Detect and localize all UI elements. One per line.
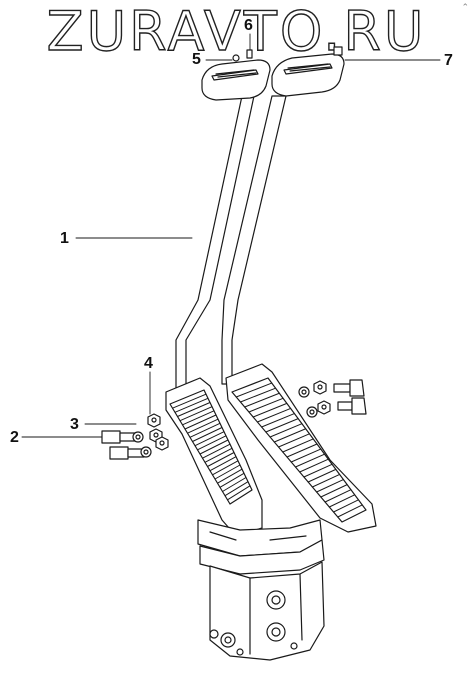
right-fasteners	[298, 379, 367, 418]
pedal-tread-ridge	[286, 443, 318, 458]
pedal-tread-ridge	[204, 447, 233, 463]
pedal-tread-ridge	[202, 443, 231, 459]
corner-mark: ⌃	[461, 2, 469, 12]
pedal-tread-ridge	[197, 435, 227, 451]
pedal-tread-ridge	[252, 402, 288, 418]
pedal-tread-ridge	[224, 481, 249, 497]
pedal-tread-ridge	[294, 453, 326, 468]
right-foot-pedal	[225, 363, 377, 533]
pedal-tread-ridge	[235, 382, 273, 398]
valve-body	[209, 561, 325, 661]
pedal-tread-ridge	[244, 392, 280, 408]
pedal-tread-ridge	[177, 402, 211, 417]
pedal-tread-ridge	[324, 489, 352, 503]
pedal-tread-ridge	[199, 439, 229, 455]
pedal-tread-ridge	[320, 484, 348, 498]
pedal-tread-ridge	[333, 499, 359, 513]
right-lever-rod	[221, 95, 287, 385]
pedal-tread-ridge	[207, 452, 235, 467]
pedal-tread-ridge	[222, 477, 247, 492]
pedal-tread-ridge	[172, 393, 207, 409]
callout-1: 1	[60, 230, 69, 247]
leader-lines	[21, 33, 441, 438]
left-foot-pedal	[165, 377, 263, 537]
callout-4: 4	[144, 355, 153, 372]
pedal-tread-ridge	[248, 397, 284, 413]
pedal-tread-ridge	[182, 410, 215, 426]
callout-2: 2	[10, 429, 19, 446]
pedal-tread-ridge	[278, 433, 310, 448]
callout-6: 6	[244, 17, 253, 34]
pedal-tread-ridge	[261, 413, 295, 428]
pedal-tread-ridge	[337, 504, 363, 518]
pedal-tread-ridge	[219, 472, 245, 488]
pedal-tread-ridge	[307, 468, 337, 483]
small-screw-part	[232, 49, 253, 62]
callout-7: 7	[444, 52, 453, 69]
pedal-tread-ridge	[303, 463, 333, 478]
left-fasteners	[101, 413, 169, 460]
pedal-tread-ridge	[174, 397, 209, 413]
pedal-tread-ridge	[192, 427, 223, 442]
pedal-tread-ridge	[214, 464, 241, 480]
right-hand-grip	[271, 46, 345, 97]
pedal-tread-ridge	[290, 448, 322, 463]
pedal-tread-ridge	[187, 418, 219, 434]
pedal-tread-ridge	[194, 431, 225, 447]
pedal-tread-ridge	[269, 423, 303, 438]
pedal-tread-ridge	[189, 422, 221, 438]
callout-3: 3	[70, 416, 79, 433]
pedal-tread-ridge	[299, 458, 329, 473]
callout-5: 5	[192, 51, 201, 68]
pedal-tread-ridge	[227, 485, 251, 501]
left-hand-grip	[201, 59, 271, 101]
pedal-tread-ridge	[265, 418, 299, 433]
pedal-tread-ridge	[209, 456, 237, 472]
pedal-tread-ridge	[217, 468, 243, 484]
pedal-tread-ridge	[179, 406, 213, 422]
watermark-text: ZURAVTO.RU	[46, 0, 427, 63]
pedal-tread-ridge	[273, 428, 307, 443]
pedal-tread-ridge	[239, 387, 277, 403]
pedal-tread-ridge	[256, 407, 292, 423]
pedal-tread-ridge	[328, 494, 356, 508]
pedal-tread-ridge	[212, 460, 239, 476]
pedal-tread-ridge	[184, 414, 217, 430]
pedal-tread-ridge	[316, 479, 344, 493]
pedal-tread-ridge	[282, 438, 314, 453]
pedal-tread-ridge	[311, 473, 341, 488]
